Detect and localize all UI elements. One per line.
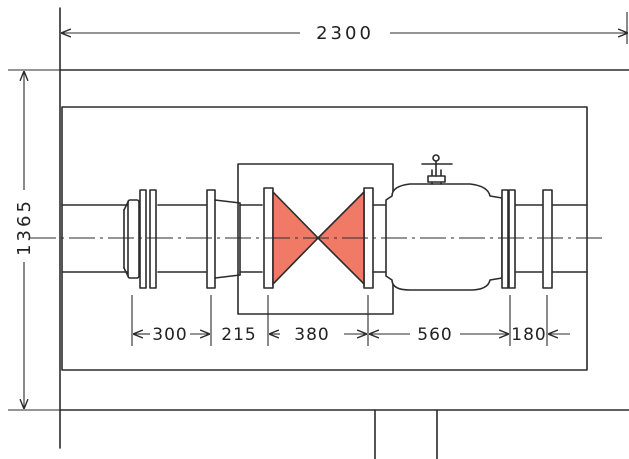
dim-overall-height: 1365 xyxy=(8,69,60,411)
flange-3 xyxy=(501,189,516,289)
outer-frame xyxy=(59,7,629,449)
dim-label-segment-3: 380 xyxy=(294,325,329,345)
dim-label-segment-2: 215 xyxy=(221,325,256,345)
flange-2 xyxy=(206,189,216,289)
dim-label-overall-width: 2300 xyxy=(316,23,374,44)
dim-overall-width: 2300 xyxy=(62,12,627,44)
gate-valve xyxy=(372,154,503,291)
reducer-spool xyxy=(214,199,263,279)
dim-label-segment-4: 560 xyxy=(417,325,452,345)
dim-label-segment-5: 180 xyxy=(511,325,546,345)
dismantling-joint xyxy=(123,199,140,279)
flange-1 xyxy=(139,189,157,289)
dim-segments: 300 215 380 560 180 xyxy=(131,295,570,346)
flange-4 xyxy=(542,189,553,289)
dim-label-segment-1: 300 xyxy=(152,325,187,345)
sump-block xyxy=(374,409,438,459)
pipe xyxy=(61,204,588,273)
dim-label-overall-height: 1365 xyxy=(14,198,35,256)
